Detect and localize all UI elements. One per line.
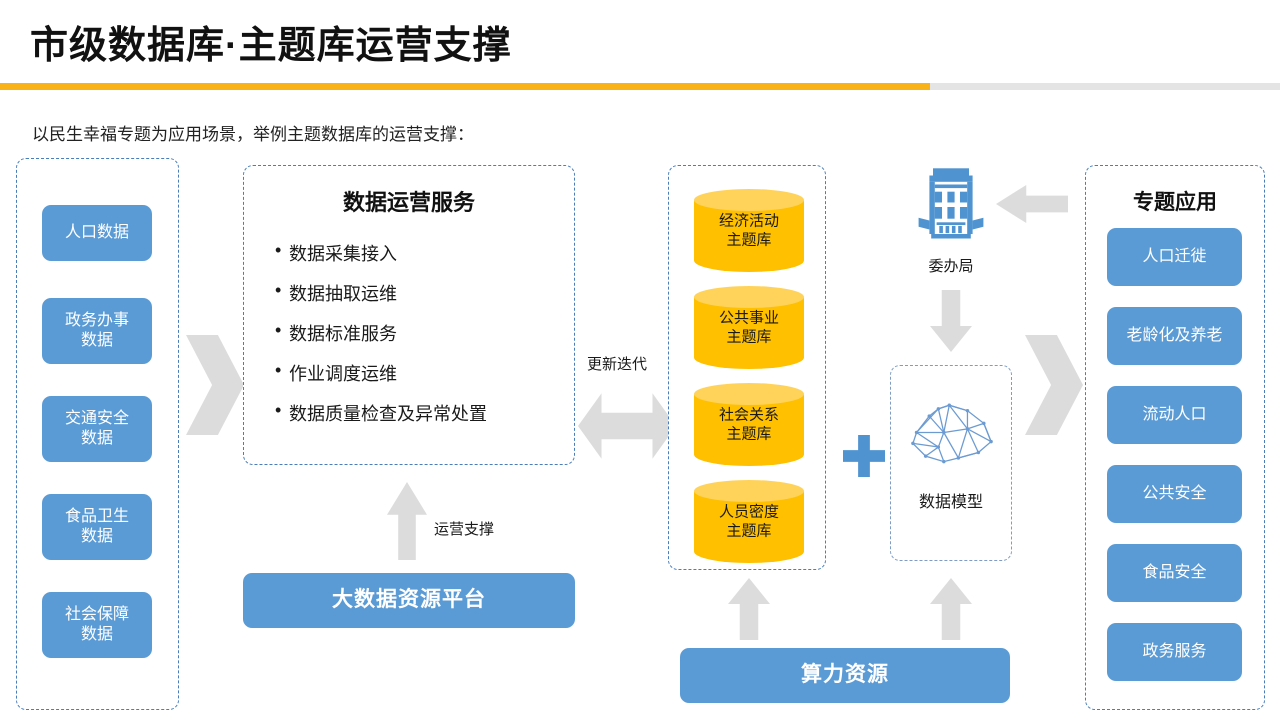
app-chip-aging-and-elderly-care[interactable]: 老龄化及养老 xyxy=(1107,307,1242,365)
data-operation-service-title: 数据运营服务 xyxy=(342,190,475,215)
up-arrow-icon-compute-to-theme xyxy=(728,578,770,640)
theme-cylinder-public-utilities[interactable]: 公共事业 主题库 xyxy=(694,286,804,369)
divider-gray-segment xyxy=(930,83,1280,90)
cylinder-label: 经济活动 主题库 xyxy=(718,212,779,248)
bullet-dot-icon: • xyxy=(275,320,282,340)
ops-support-arrow-label: 运营支撑 xyxy=(434,521,495,538)
big-data-platform-box[interactable]: 大数据资源平台 xyxy=(243,573,575,628)
list-item-label: 数据标准服务 xyxy=(289,324,397,344)
bullet-dot-icon: • xyxy=(275,400,282,420)
data-model-label: 数据模型 xyxy=(918,494,983,511)
update-iterate-arrow-label: 更新迭代 xyxy=(587,356,648,373)
cylinder-top-ellipse xyxy=(694,383,804,405)
government-building-icon xyxy=(918,168,984,239)
list-item-label: 数据质量检查及异常处置 xyxy=(289,404,487,424)
list-item: • 数据采集接入 xyxy=(275,240,565,266)
app-chip-population-migration[interactable]: 人口迁徙 xyxy=(1107,228,1242,286)
bidirectional-arrow-icon-update-iterate xyxy=(578,393,676,459)
cylinder-label: 公共事业 主题库 xyxy=(718,309,779,345)
list-item-label: 数据采集接入 xyxy=(289,244,397,264)
network-mesh-icon xyxy=(911,403,993,464)
source-chip-government-affairs[interactable]: 政务办事 数据 xyxy=(42,298,152,364)
list-item-label: 数据抽取运维 xyxy=(289,284,397,304)
cylinder-top-ellipse xyxy=(694,286,804,308)
up-arrow-icon-compute-to-model xyxy=(930,578,972,640)
data-model-panel xyxy=(890,365,1012,561)
source-chip-food-hygiene[interactable]: 食品卫生 数据 xyxy=(42,494,152,560)
list-item: • 数据标准服务 xyxy=(275,320,565,346)
bullet-dot-icon: • xyxy=(275,240,282,260)
chevron-right-icon-sources-to-service xyxy=(186,335,244,435)
plus-icon xyxy=(843,435,885,477)
cylinder-label: 人员密度 主题库 xyxy=(718,503,779,539)
theme-cylinder-population-density[interactable]: 人员密度 主题库 xyxy=(694,480,804,563)
app-chip-floating-population[interactable]: 流动人口 xyxy=(1107,386,1242,444)
cylinder-top-ellipse xyxy=(694,189,804,211)
source-chip-social-security[interactable]: 社会保障 数据 xyxy=(42,592,152,658)
bureau-label: 委办局 xyxy=(928,258,974,275)
title-divider xyxy=(0,83,1280,90)
compute-resource-box[interactable]: 算力资源 xyxy=(680,648,1010,703)
source-chip-traffic-safety[interactable]: 交通安全 数据 xyxy=(42,396,152,462)
app-chip-public-safety[interactable]: 公共安全 xyxy=(1107,465,1242,523)
bullet-dot-icon: • xyxy=(275,280,282,300)
service-bullet-list: • 数据采集接入 • 数据抽取运维 • 数据标准服务 • 作业调度运维 • 数据… xyxy=(275,240,565,440)
page-title: 市级数据库·主题库运营支撑 xyxy=(30,25,512,67)
theme-cylinder-social-relations[interactable]: 社会关系 主题库 xyxy=(694,383,804,466)
chevron-right-icon-theme-to-apps xyxy=(1025,335,1083,435)
theme-application-title: 专题应用 xyxy=(1133,191,1217,214)
left-arrow-icon-apps-to-bureau xyxy=(996,185,1068,223)
up-arrow-icon-platform-to-service xyxy=(387,482,427,560)
list-item: • 数据质量检查及异常处置 xyxy=(275,400,565,426)
list-item: • 数据抽取运维 xyxy=(275,280,565,306)
data-operation-service-panel xyxy=(243,165,575,465)
list-item-label: 作业调度运维 xyxy=(289,364,397,384)
app-chip-food-safety[interactable]: 食品安全 xyxy=(1107,544,1242,602)
bullet-dot-icon: • xyxy=(275,360,282,380)
list-item: • 作业调度运维 xyxy=(275,360,565,386)
down-arrow-icon-bureau-to-model xyxy=(930,290,972,352)
cylinder-top-ellipse xyxy=(694,480,804,502)
theme-cylinder-economic-activity[interactable]: 经济活动 主题库 xyxy=(694,189,804,272)
source-chip-population[interactable]: 人口数据 xyxy=(42,205,152,261)
cylinder-label: 社会关系 主题库 xyxy=(718,406,779,442)
app-chip-government-services[interactable]: 政务服务 xyxy=(1107,623,1242,681)
subtitle-text: 以民生幸福专题为应用场景，举例主题数据库的运营支撑： xyxy=(32,125,474,144)
divider-accent-segment xyxy=(0,83,930,90)
